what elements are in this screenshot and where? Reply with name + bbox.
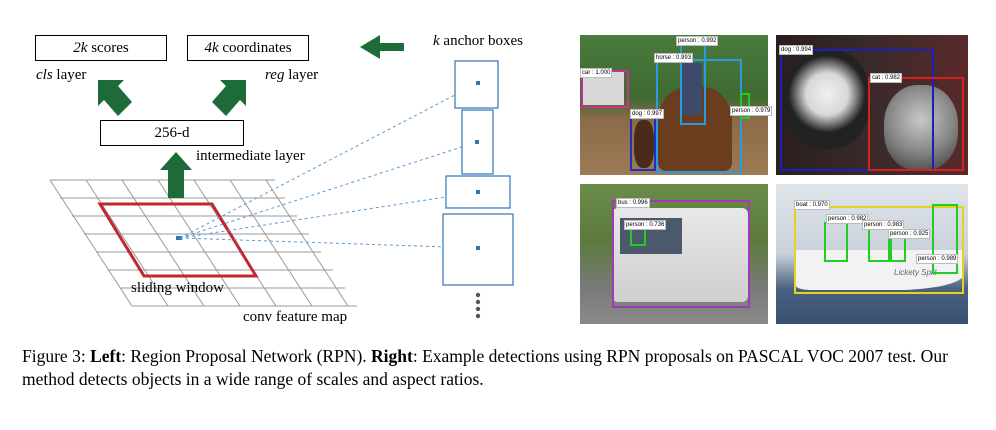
- boat-name: Lickety Split: [894, 268, 937, 277]
- cls-layer-label: cls layer: [36, 67, 87, 83]
- anchor-center: [476, 190, 480, 194]
- bbox-boat: [794, 206, 964, 294]
- caption-right-bold: Right: [371, 346, 413, 366]
- label-boat: boat : 0.970: [794, 200, 830, 210]
- bbox-cat: [868, 77, 964, 171]
- bbox-person: [630, 228, 646, 246]
- bbox-person-1: [824, 222, 848, 262]
- caption-right-text: : Example detections using RPN proposals…: [22, 346, 948, 389]
- dog-shape: [784, 49, 870, 149]
- bbox-person-3: [888, 236, 906, 262]
- label-dog: dog : 0.997: [630, 109, 665, 119]
- reg-layer-label: reg layer: [265, 67, 319, 83]
- label-person-3: person : 0.925: [888, 229, 931, 239]
- sliding-window-label: sliding window: [131, 280, 224, 296]
- label-car: car : 1.000: [580, 68, 613, 78]
- bbox-dog: [630, 115, 656, 171]
- figure-caption: Figure 3: Left: Region Proposal Network …: [22, 345, 977, 391]
- label-bus: bus : 0.996: [616, 198, 650, 208]
- label-person-2: person : 0.983: [862, 220, 905, 230]
- caption-left-text: : Region Proposal Network (RPN).: [121, 346, 372, 366]
- bbox-horse: [656, 59, 742, 173]
- conv-feature-map-label: conv feature map: [243, 309, 348, 325]
- anchor-boxes-label: k anchor boxes: [433, 33, 523, 49]
- label-cat: cat : 0.982: [870, 73, 903, 83]
- flow-arrows: [98, 35, 404, 198]
- bbox-dog: [780, 49, 934, 171]
- caption-left-bold: Left: [90, 346, 122, 366]
- arrow-up-icon: [160, 152, 192, 198]
- label-person-4: person : 0.989: [916, 254, 959, 264]
- label-person: person : 0.736: [624, 220, 667, 230]
- anchor-center: [476, 246, 480, 250]
- caption-fig: Figure 3:: [22, 346, 91, 366]
- bbox-bus: [612, 200, 750, 308]
- label-dog: dog : 0.994: [779, 45, 814, 55]
- label-person-1: person : 0.982: [826, 214, 869, 224]
- anchor-center: [476, 81, 480, 85]
- anchor-center: [475, 140, 479, 144]
- window-center: [176, 236, 182, 240]
- coordinates-box: 4k coordinates: [187, 35, 309, 61]
- detection-photo-boat: Lickety Split boat : 0.970 person : 0.98…: [776, 184, 968, 324]
- label-horse: horse : 0.993: [654, 53, 694, 63]
- detection-photo-dog-cat: dog : 0.994 cat : 0.982: [776, 35, 968, 175]
- intermediate-box: 256-d: [100, 120, 244, 146]
- label-person-small: person : 0.979: [730, 106, 773, 116]
- dog-shape: [634, 120, 654, 168]
- scores-box: 2k scores: [35, 35, 167, 61]
- bbox-person-4: [932, 204, 958, 274]
- more-anchors-dots: [475, 292, 481, 319]
- arrow-up-right-icon: [212, 80, 246, 116]
- rpn-diagram: [49, 35, 514, 319]
- anchor-connector-lines: [179, 82, 479, 249]
- detection-photo-horse: car : 1.000 person : 0.992 horse : 0.993…: [580, 35, 773, 175]
- anchor-boxes: [442, 60, 514, 286]
- cat-shape: [884, 85, 958, 171]
- sliding-window-box: [97, 202, 259, 278]
- detection-photo-bus: bus : 0.996 person : 0.736: [580, 184, 768, 324]
- arrow-left-icon: [360, 35, 404, 59]
- rider-shape: [682, 63, 702, 115]
- arrow-up-left-icon: [98, 80, 132, 116]
- label-person: person : 0.992: [676, 36, 719, 46]
- intermediate-layer-label: intermediate layer: [196, 148, 305, 164]
